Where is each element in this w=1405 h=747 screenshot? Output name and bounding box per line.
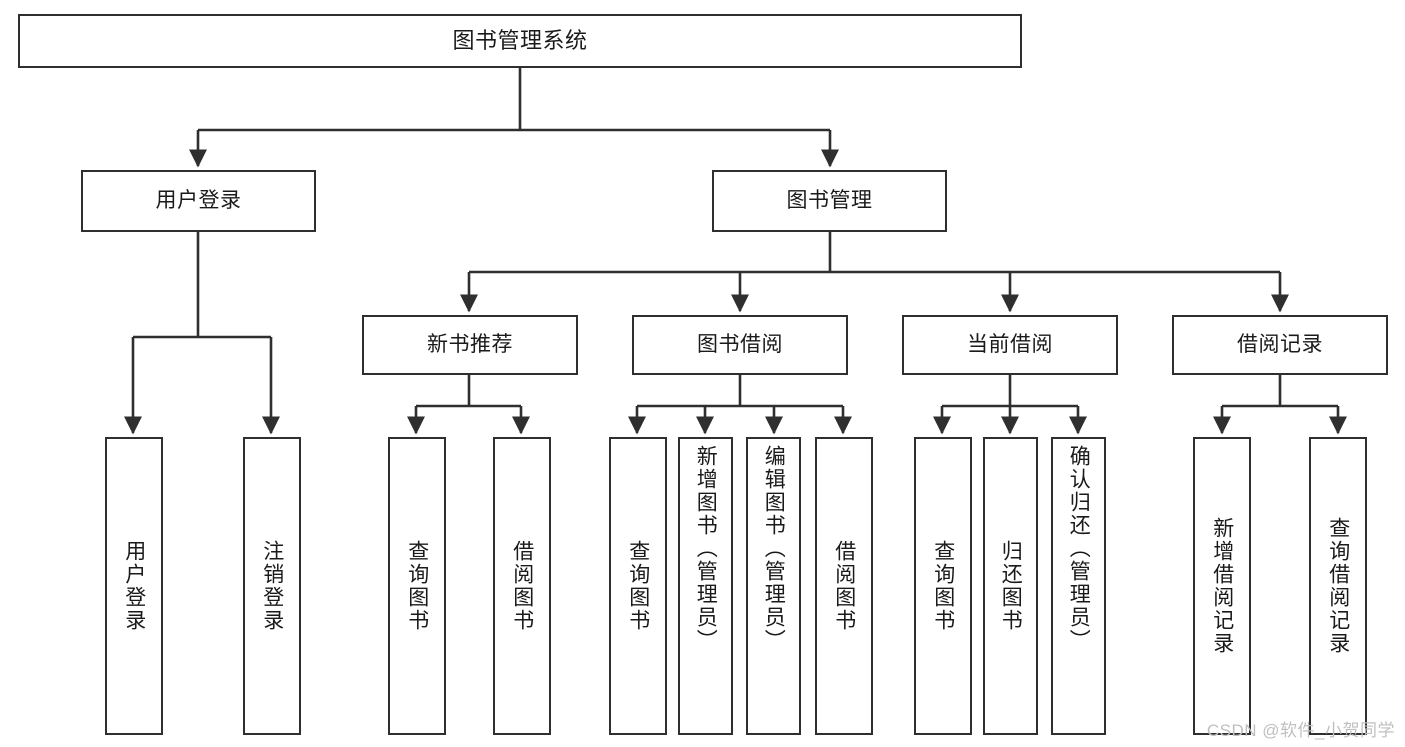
- node-label: 确认归还（管理员）: [1067, 445, 1091, 652]
- node-label: 编辑图书（管理员）: [762, 445, 786, 652]
- node-label: 查询图书: [405, 540, 429, 632]
- node-user-login[interactable]: 用户登录: [81, 170, 316, 232]
- node-leaf-query-book-1[interactable]: 查询图书: [388, 437, 446, 735]
- node-leaf-add-record[interactable]: 新增借阅记录: [1193, 437, 1251, 735]
- node-label: 注销登录: [260, 540, 284, 632]
- node-leaf-return-book[interactable]: 归还图书: [983, 437, 1038, 735]
- node-book-borrow[interactable]: 图书借阅: [632, 315, 848, 375]
- node-leaf-query-book-3[interactable]: 查询图书: [914, 437, 972, 735]
- node-leaf-query-record[interactable]: 查询借阅记录: [1309, 437, 1367, 735]
- node-label: 查询图书: [931, 540, 955, 632]
- node-label: 用户登录: [155, 189, 242, 213]
- node-borrow-record[interactable]: 借阅记录: [1172, 315, 1388, 375]
- node-label: 归还图书: [999, 540, 1023, 632]
- node-label: 新增借阅记录: [1210, 517, 1234, 655]
- node-label: 图书管理系统: [452, 27, 588, 53]
- node-label: 借阅图书: [510, 540, 534, 632]
- node-current-borrow[interactable]: 当前借阅: [902, 315, 1118, 375]
- node-leaf-borrow-book-2[interactable]: 借阅图书: [815, 437, 873, 735]
- node-label: 新书推荐: [427, 333, 513, 357]
- node-leaf-confirm-return[interactable]: 确认归还（管理员）: [1051, 437, 1106, 735]
- node-root-system[interactable]: 图书管理系统: [18, 14, 1022, 68]
- node-label: 当前借阅: [967, 333, 1053, 357]
- node-leaf-add-book[interactable]: 新增图书（管理员）: [678, 437, 733, 735]
- node-label: 新增图书（管理员）: [694, 445, 718, 652]
- node-leaf-query-book-2[interactable]: 查询图书: [609, 437, 667, 735]
- node-new-book-recommend[interactable]: 新书推荐: [362, 315, 578, 375]
- node-label: 查询图书: [626, 540, 650, 632]
- node-label: 图书管理: [786, 189, 873, 213]
- node-leaf-borrow-book-1[interactable]: 借阅图书: [493, 437, 551, 735]
- node-label: 用户登录: [122, 540, 146, 632]
- node-label: 查询借阅记录: [1326, 517, 1350, 655]
- node-label: 图书借阅: [697, 333, 783, 357]
- node-label: 借阅记录: [1237, 333, 1323, 357]
- node-leaf-user-login[interactable]: 用户登录: [105, 437, 163, 735]
- node-book-manage[interactable]: 图书管理: [712, 170, 947, 232]
- node-label: 借阅图书: [832, 540, 856, 632]
- node-leaf-edit-book[interactable]: 编辑图书（管理员）: [746, 437, 801, 735]
- node-leaf-logout[interactable]: 注销登录: [243, 437, 301, 735]
- watermark: CSDN @软件_小贺同学: [1206, 721, 1395, 740]
